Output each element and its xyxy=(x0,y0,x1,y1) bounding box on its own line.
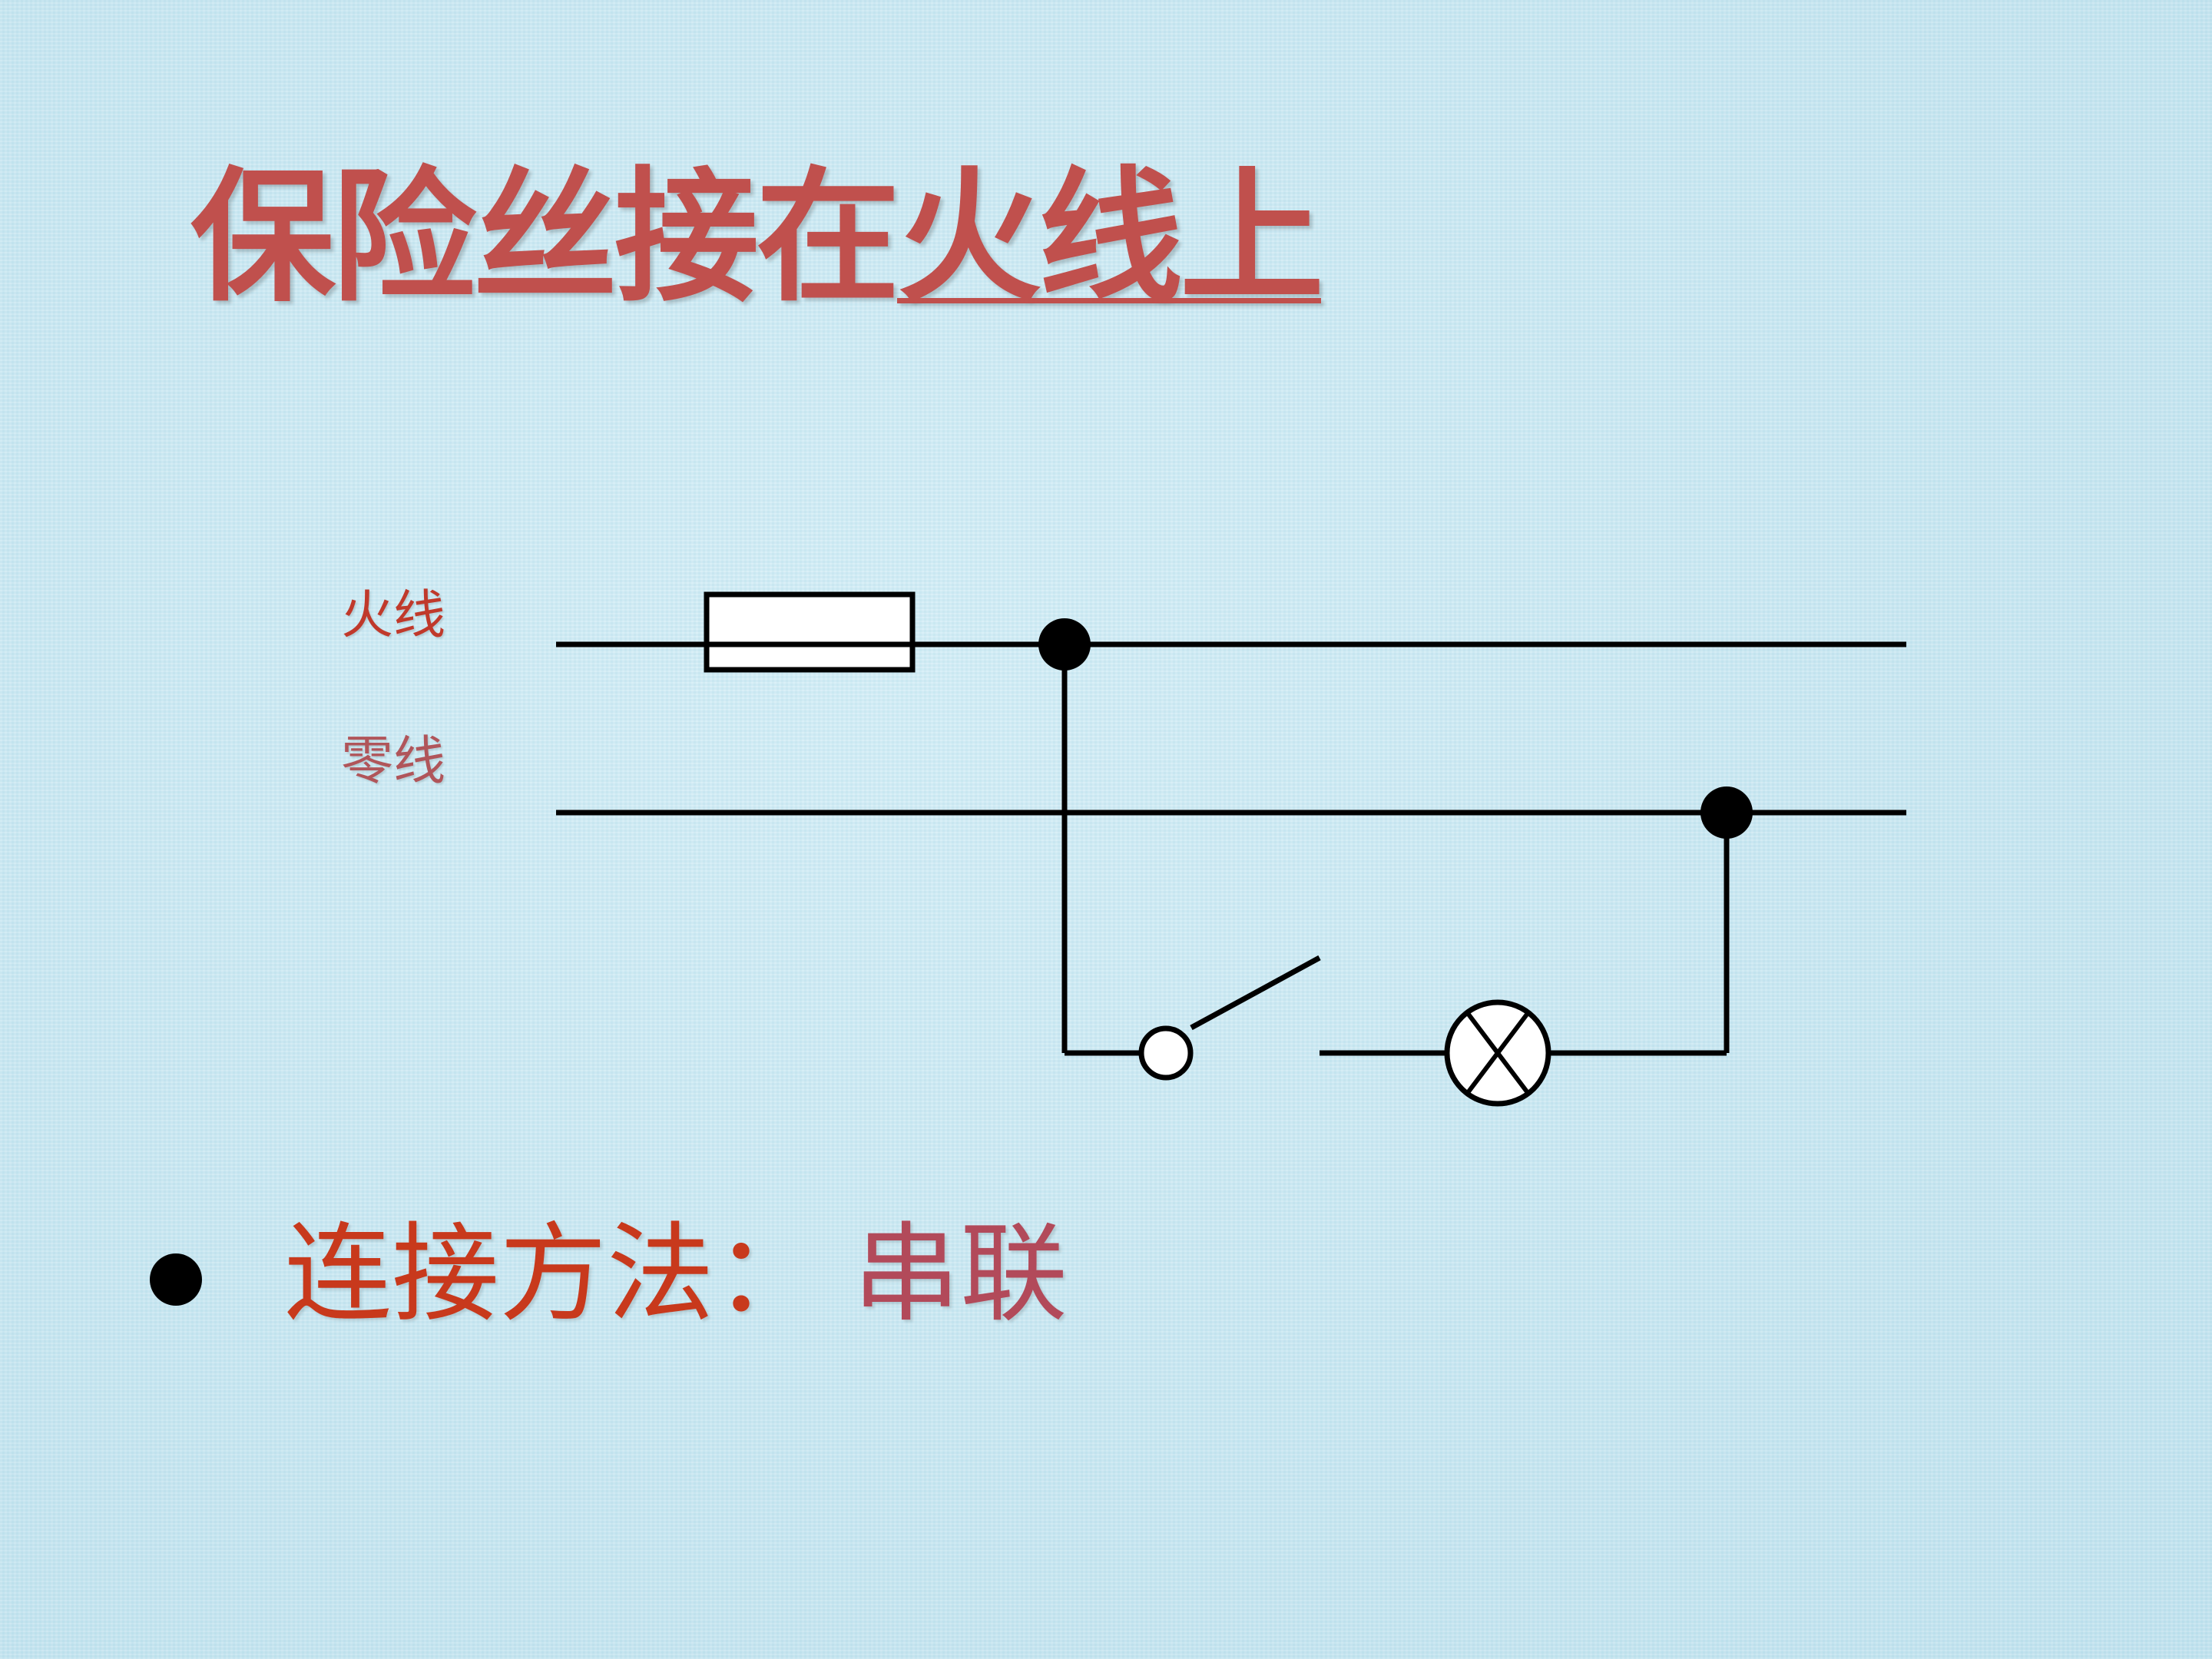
live-wire-label: 火线 xyxy=(341,585,446,646)
bullet-value: 串联 xyxy=(853,1212,1068,1337)
neutral-wire-label: 零线 xyxy=(341,731,446,792)
fuse-symbol xyxy=(704,591,916,673)
junction-dot-live xyxy=(1038,618,1091,671)
lamp-symbol xyxy=(1444,999,1551,1107)
switch-contact xyxy=(1138,1025,1194,1081)
title-prefix: 保险丝接在 xyxy=(190,154,900,322)
slide-title: 保险丝接在火线上 xyxy=(190,146,1324,330)
junction-dot-neutral xyxy=(1700,786,1753,839)
bullet-label: 连接方法： xyxy=(284,1212,823,1337)
title-underlined: 火线上 xyxy=(897,154,1324,322)
bullet-dot xyxy=(150,1253,202,1306)
bullet-text: 连接方法：串联 xyxy=(284,1206,1068,1344)
switch-blade xyxy=(1190,955,1321,1031)
